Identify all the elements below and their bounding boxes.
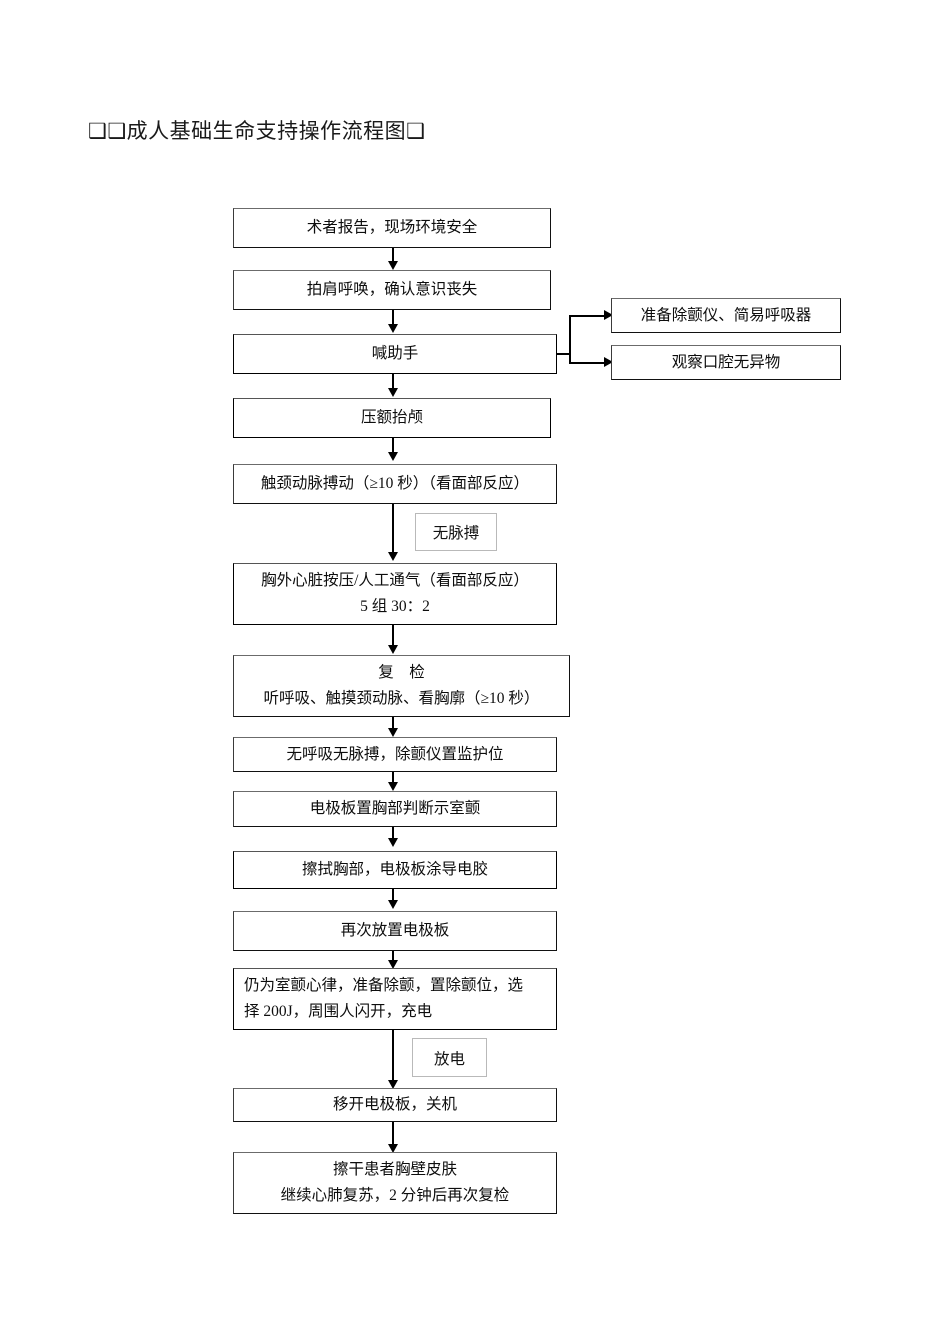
flow-box-step6-body: 胸外心脏按压/人工通气（看面部反应） 5 组 30：2 [240,568,550,620]
arrowhead-step1-step2 [387,261,398,270]
flow-box-step7-line1: 复 检 [378,664,425,681]
flow-box-step7[interactable]: 复 检 听呼吸、触摸颈动脉、看胸廓（≥10 秒） [233,655,570,717]
flow-box-step12-line2: 择 200J，周围人闪开，充电 [244,1003,433,1020]
edge-label-discharge-text: 放电 [433,1050,465,1068]
flow-box-step6-line2: 5 组 30：2 [360,598,430,615]
connector-step8-step9 [392,772,394,783]
flow-box-step4[interactable]: 压额抬颅 [233,398,551,438]
connector-step1-step2 [392,248,394,263]
flow-box-step12-body: 仍为室颤心律，准备除颤，置除颤位，选 择 200J，周围人闪开，充电 [244,973,546,1025]
flow-box-step11-text: 再次放置电极板 [340,922,450,939]
flow-box-step3-text: 喊助手 [371,345,419,362]
connector-step6-step7 [392,625,394,646]
arrowhead-step12-step13 [387,1080,398,1089]
flow-box-step2-text: 拍肩呼唤，确认意识丧失 [306,281,478,298]
flow-box-branch1-text: 准备除颤仪、简易呼吸器 [640,306,812,324]
connector-step4-step5 [392,438,394,453]
connector-step10-step11 [392,889,394,901]
flow-box-step5-text: 触颈动脉搏动（≥10 秒）（看面部反应） [260,475,530,492]
flow-box-step9-text: 电极板置胸部判断示室颤 [309,800,481,817]
connector-step5-step6 [392,504,394,554]
connector-step12-step13 [392,1030,394,1082]
flow-box-step5[interactable]: 触颈动脉搏动（≥10 秒）（看面部反应） [233,464,557,504]
flow-box-step10[interactable]: 擦拭胸部，电极板涂导电胶 [233,851,557,889]
flow-box-step8-text: 无呼吸无脉搏，除颤仪置监护位 [286,745,504,763]
arrowhead-step13-step14 [387,1144,398,1153]
flow-box-step6-line1: 胸外心脏按压/人工通气（看面部反应） [261,572,529,589]
connector-step2-step3 [392,310,394,324]
connector-branch1-line [569,315,605,317]
flow-box-step9[interactable]: 电极板置胸部判断示室颤 [233,791,557,827]
flow-box-step3[interactable]: 喊助手 [233,334,557,374]
arrowhead-step4-step5 [387,452,398,461]
edge-label-no-pulse-text: 无脉搏 [432,525,480,542]
flow-box-step4-text: 压额抬颅 [360,409,423,426]
arrowhead-step8-step9 [387,782,398,791]
connector-step3-branch-stub [557,353,571,355]
flow-box-step14-line2: 继续心肺复苏，2 分钟后再次复检 [280,1187,510,1204]
arrowhead-step5-step6 [387,552,398,561]
flow-box-step1-text: 术者报告，现场环境安全 [306,219,478,236]
flow-box-step7-body: 复 检 听呼吸、触摸颈动脉、看胸廓（≥10 秒） [240,660,563,712]
connector-step9-step10 [392,827,394,839]
flow-box-step13[interactable]: 移开电极板，关机 [233,1088,557,1122]
arrowhead-step11-step12 [387,960,398,969]
flow-box-step12-line1: 仍为室颤心律，准备除颤，置除颤位，选 [244,977,524,994]
flow-box-step1[interactable]: 术者报告，现场环境安全 [233,208,551,248]
connector-step3-branch-riser [569,315,571,363]
connector-step7-step8 [392,717,394,729]
flow-box-branch2[interactable]: 观察口腔无异物 [611,345,841,380]
flow-box-step2[interactable]: 拍肩呼唤，确认意识丧失 [233,270,551,310]
arrowhead-step10-step11 [387,900,398,909]
arrowhead-branch1 [604,310,613,321]
page-title: ❑❑成人基础生命支持操作流程图❑ [88,119,426,143]
flow-box-step12[interactable]: 仍为室颤心律，准备除颤，置除颤位，选 择 200J，周围人闪开，充电 [233,968,557,1030]
flow-box-branch2-text: 观察口腔无异物 [671,353,781,371]
flow-box-step13-text: 移开电极板，关机 [332,1096,457,1113]
arrowhead-step3-step4 [387,388,398,397]
flow-box-step7-line2: 听呼吸、触摸颈动脉、看胸廓（≥10 秒） [263,690,540,707]
flow-box-step8[interactable]: 无呼吸无脉搏，除颤仪置监护位 [233,737,557,772]
flow-box-step6[interactable]: 胸外心脏按压/人工通气（看面部反应） 5 组 30：2 [233,563,557,625]
flow-box-step14-line1: 擦干患者胸壁皮肤 [332,1161,457,1178]
edge-label-discharge: 放电 [412,1038,487,1077]
flow-box-step14[interactable]: 擦干患者胸壁皮肤 继续心肺复苏，2 分钟后再次复检 [233,1152,557,1214]
flow-box-step14-body: 擦干患者胸壁皮肤 继续心肺复苏，2 分钟后再次复检 [240,1157,550,1209]
flow-box-step10-text: 擦拭胸部，电极板涂导电胶 [301,861,488,878]
flow-box-branch1[interactable]: 准备除颤仪、简易呼吸器 [611,298,841,333]
connector-step3-step4 [392,374,394,388]
flow-box-step11[interactable]: 再次放置电极板 [233,911,557,951]
connector-step11-step12 [392,951,394,961]
arrowhead-branch2 [604,357,613,368]
arrowhead-step9-step10 [387,838,398,847]
arrowhead-step7-step8 [387,728,398,737]
connector-branch2-line [569,362,605,364]
edge-label-no-pulse: 无脉搏 [415,513,497,551]
arrowhead-step6-step7 [387,645,398,654]
connector-step13-step14 [392,1122,394,1145]
arrowhead-step2-step3 [387,324,398,333]
